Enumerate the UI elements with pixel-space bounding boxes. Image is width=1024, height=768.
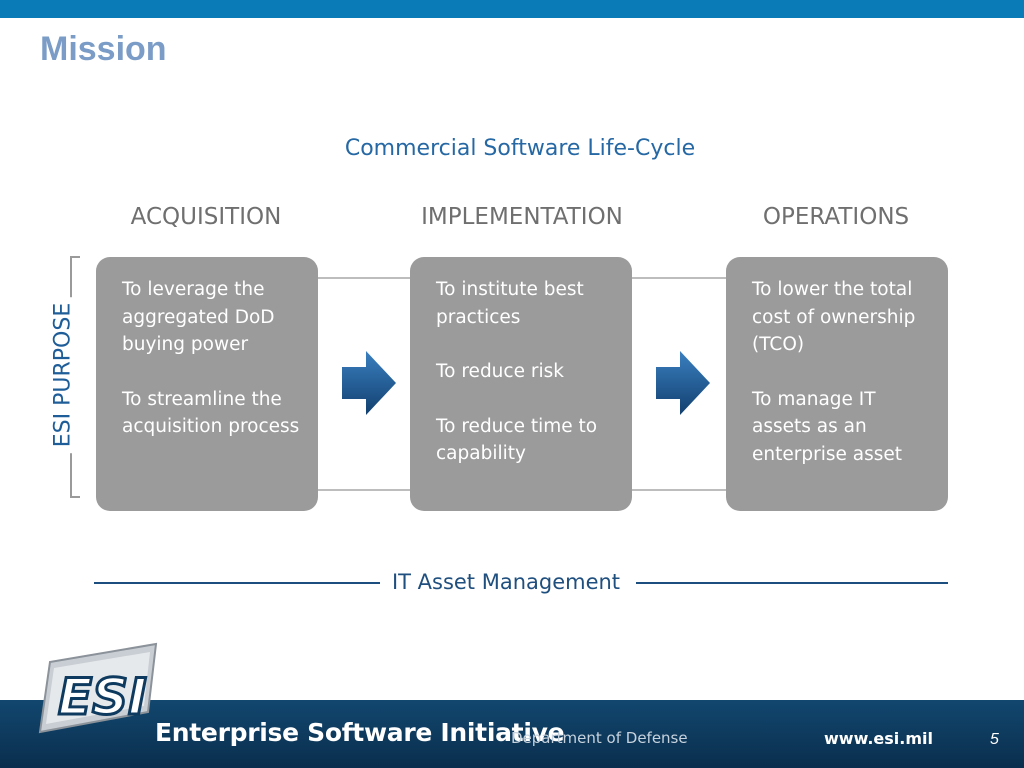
purpose-item: To lower the total cost of ownership (TC…	[752, 279, 916, 355]
logo-text: ESI	[58, 668, 147, 726]
purpose-item: To reduce risk	[436, 361, 564, 382]
itam-line-left	[94, 582, 380, 584]
purpose-item: To institute best practices	[436, 279, 584, 328]
connector-line-top-1	[316, 277, 412, 279]
esi-purpose-label: ESI PURPOSE	[50, 296, 76, 454]
footer-bar	[0, 700, 1024, 768]
arrow-right-icon	[342, 351, 396, 415]
phase-heading-implementation: IMPLEMENTATION	[421, 204, 623, 230]
phase-box-implementation: To institute best practices To reduce ri…	[410, 257, 632, 511]
footer-url-link[interactable]: www.esi.mil	[824, 729, 933, 748]
connector-line-bottom-2	[631, 489, 728, 491]
phase-heading-operations: OPERATIONS	[762, 204, 910, 230]
top-accent-bar	[0, 0, 1024, 18]
it-asset-management-label: IT Asset Management	[391, 570, 621, 594]
footer-department: Department of Defense	[511, 729, 688, 747]
arrow-right-icon	[656, 351, 710, 415]
phase-box-acquisition: To leverage the aggregated DoD buying po…	[96, 257, 318, 511]
purpose-item: To streamline the acquisition process	[122, 388, 300, 438]
purpose-item: To leverage the aggregated DoD buying po…	[122, 279, 275, 355]
purpose-item: To reduce time to capability	[436, 415, 598, 465]
phase-box-operations: To lower the total cost of ownership (TC…	[726, 257, 948, 511]
footer-org-name: Enterprise Software Initiative	[155, 718, 565, 747]
purpose-item: To manage IT assets as an enterprise ass…	[752, 388, 902, 465]
esi-logo: ESI	[38, 642, 158, 734]
connector-line-bottom-1	[316, 489, 412, 491]
slide-title: Mission	[40, 30, 167, 68]
itam-line-right	[636, 582, 948, 584]
phase-heading-acquisition: ACQUISITION	[130, 204, 282, 230]
page-number: 5	[990, 731, 999, 748]
purpose-label-wrap: ESI PURPOSE	[40, 256, 86, 494]
diagram-title: Commercial Software Life-Cycle	[344, 136, 696, 161]
connector-line-top-2	[631, 277, 728, 279]
